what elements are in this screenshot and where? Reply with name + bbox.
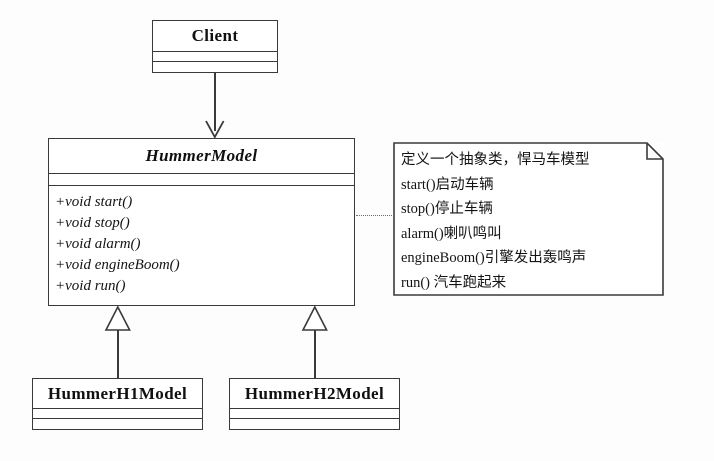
connector-hummerh2-to-hummermodel bbox=[314, 327, 316, 378]
note-line-2: start()启动车辆 bbox=[401, 176, 494, 193]
class-box-client[interactable]: Client bbox=[152, 20, 278, 73]
class-attributes-hummerh1model bbox=[33, 409, 202, 419]
class-name-client: Client bbox=[153, 21, 277, 52]
class-name-hummerh1model: HummerH1Model bbox=[33, 379, 202, 409]
note-line-5: engineBoom()引擎发出轰鸣声 bbox=[401, 250, 587, 266]
connector-hummerh1-to-hummermodel bbox=[117, 327, 119, 378]
note-text: 定义一个抽象类，悍马车模型 start()启动车辆 stop()停止车辆 ala… bbox=[401, 148, 660, 295]
note-box[interactable]: 定义一个抽象类，悍马车模型 start()启动车辆 stop()停止车辆 ala… bbox=[393, 142, 664, 296]
connector-client-to-hummermodel bbox=[214, 73, 216, 131]
class-attributes-hummerh2model bbox=[230, 409, 399, 419]
method-start: +void start() bbox=[55, 194, 133, 210]
note-line-6: run() 汽车跑起来 bbox=[401, 274, 507, 291]
note-line-3: stop()停止车辆 bbox=[401, 201, 493, 217]
note-line-1: 定义一个抽象类，悍马车模型 bbox=[401, 152, 590, 168]
connector-note-to-hummermodel bbox=[356, 215, 394, 216]
note-shape-icon bbox=[393, 142, 664, 296]
method-engineboom: +void engineBoom() bbox=[55, 257, 180, 273]
class-methods-client bbox=[153, 62, 277, 72]
class-methods-hummerh1model bbox=[33, 419, 202, 429]
class-box-hummermodel[interactable]: HummerModel +void start() +void stop() +… bbox=[48, 138, 355, 306]
method-alarm: +void alarm() bbox=[55, 236, 141, 252]
class-name-hummerh2model: HummerH2Model bbox=[230, 379, 399, 409]
note-line-4: alarm()喇叭鸣叫 bbox=[401, 225, 502, 242]
class-name-hummermodel: HummerModel bbox=[49, 139, 354, 174]
method-run: +void run() bbox=[55, 278, 126, 294]
class-methods-hummermodel: +void start() +void stop() +void alarm()… bbox=[49, 186, 354, 301]
class-methods-hummerh2model bbox=[230, 419, 399, 429]
method-stop: +void stop() bbox=[55, 215, 130, 231]
class-attributes-hummermodel bbox=[49, 174, 354, 186]
class-box-hummerh1model[interactable]: HummerH1Model bbox=[32, 378, 203, 430]
class-attributes-client bbox=[153, 52, 277, 62]
class-box-hummerh2model[interactable]: HummerH2Model bbox=[229, 378, 400, 430]
